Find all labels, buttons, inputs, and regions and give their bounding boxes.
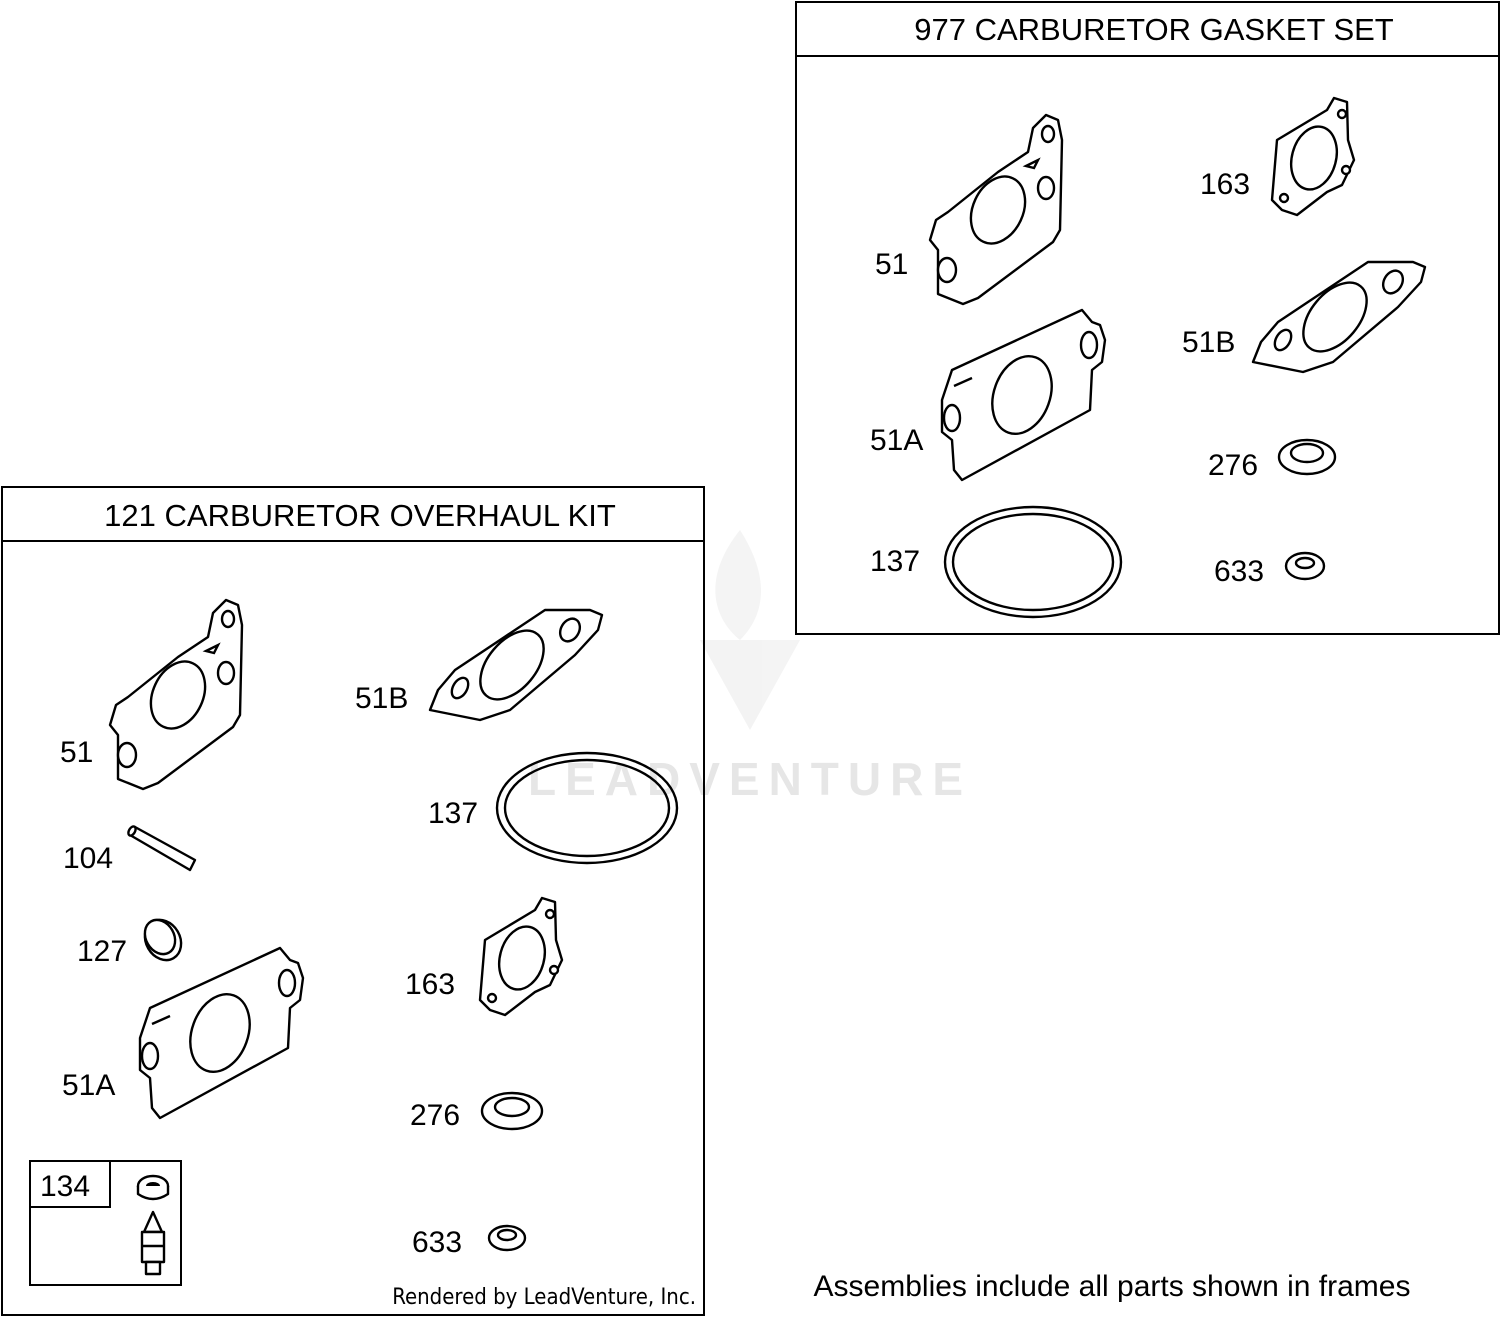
part-51a-gasket[interactable] <box>138 946 305 1120</box>
label-104[interactable]: 104 <box>63 842 113 875</box>
part-51-gasket[interactable] <box>108 598 244 791</box>
part-276-washer[interactable] <box>1277 438 1337 476</box>
assemblies-note: Assemblies include all parts shown in fr… <box>814 1270 1411 1303</box>
label-163[interactable]: 163 <box>1200 168 1250 201</box>
overhaul-kit-frame: 121 CARBURETOR OVERHAUL KIT 51 51B 137 1… <box>1 486 705 1316</box>
label-51b[interactable]: 51B <box>355 682 408 715</box>
label-137[interactable]: 137 <box>428 797 478 830</box>
label-633[interactable]: 633 <box>1214 555 1264 588</box>
render-credit: Rendered by LeadVenture, Inc. <box>392 1285 696 1310</box>
part-51b-gasket[interactable] <box>428 608 604 722</box>
label-633[interactable]: 633 <box>412 1226 462 1259</box>
label-51[interactable]: 51 <box>875 248 908 281</box>
part-51a-gasket[interactable] <box>940 308 1107 482</box>
part-276-washer[interactable] <box>480 1091 544 1131</box>
needle-icon <box>140 1210 166 1276</box>
part-633-washer[interactable] <box>1284 551 1326 581</box>
part-127-plug[interactable] <box>138 913 188 966</box>
seat-icon <box>136 1174 170 1201</box>
gasket-set-title: 977 CARBURETOR GASKET SET <box>914 12 1394 47</box>
part-51b-gasket[interactable] <box>1251 260 1427 374</box>
label-134[interactable]: 134 <box>40 1170 90 1203</box>
label-51[interactable]: 51 <box>60 736 93 769</box>
part-163-gasket[interactable] <box>478 896 564 1017</box>
label-163[interactable]: 163 <box>405 968 455 1001</box>
label-51a[interactable]: 51A <box>870 424 923 457</box>
part-134-needle-seat-frame[interactable]: 134 <box>29 1160 182 1286</box>
label-276[interactable]: 276 <box>1208 449 1258 482</box>
label-137[interactable]: 137 <box>870 545 920 578</box>
overhaul-kit-title: 121 CARBURETOR OVERHAUL KIT <box>104 498 616 533</box>
part-51-gasket[interactable] <box>928 113 1064 306</box>
part-633-washer[interactable] <box>487 1224 527 1252</box>
label-51a[interactable]: 51A <box>62 1069 115 1102</box>
label-127[interactable]: 127 <box>77 935 127 968</box>
watermark-logo-icon <box>700 530 800 730</box>
part-137-oring[interactable] <box>943 505 1123 619</box>
label-51b[interactable]: 51B <box>1182 326 1235 359</box>
part-137-oring[interactable] <box>495 751 679 865</box>
gasket-set-frame: 977 CARBURETOR GASKET SET 51 163 51B 51A… <box>795 1 1500 635</box>
label-276[interactable]: 276 <box>410 1099 460 1132</box>
part-163-gasket[interactable] <box>1270 96 1356 217</box>
part-104-pin[interactable] <box>127 825 197 872</box>
